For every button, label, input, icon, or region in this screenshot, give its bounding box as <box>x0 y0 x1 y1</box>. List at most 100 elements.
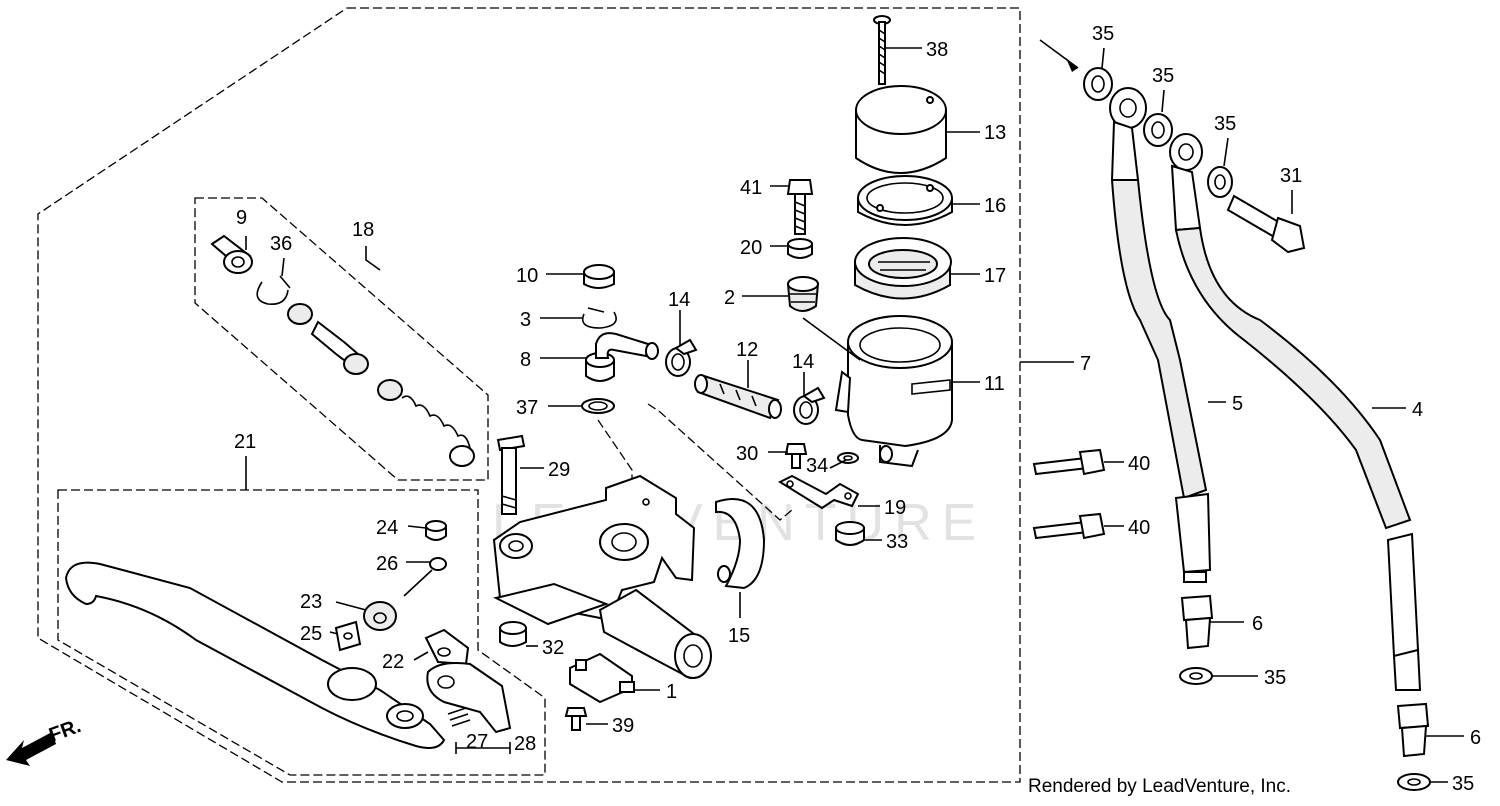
dust-seal-9[interactable] <box>210 234 253 274</box>
spacer-25[interactable] <box>334 620 362 652</box>
sealing-washer-35-upper-a[interactable] <box>1083 67 1113 101</box>
master-cylinder-group-outline <box>37 7 1021 783</box>
callout-6-lower: 6 <box>1470 727 1481 749</box>
washer-34[interactable] <box>837 452 859 464</box>
banjo-bolt-40-upper[interactable] <box>1032 448 1106 476</box>
lever-pivot-bolt-29[interactable] <box>496 434 526 515</box>
direction-arrowhead <box>1066 58 1078 72</box>
callout-16: 16 <box>984 195 1006 217</box>
callout-18: 18 <box>352 219 374 241</box>
callout-35-b: 35 <box>1152 65 1174 87</box>
callout-41: 41 <box>740 177 762 199</box>
banjo-bolt-40-lower[interactable] <box>1032 512 1106 540</box>
callout-25: 25 <box>300 623 322 645</box>
leader-lines <box>245 47 1464 783</box>
oil-cup-cap-10[interactable] <box>583 264 615 289</box>
hose-joint-6-upper[interactable] <box>1180 594 1214 650</box>
callout-14-lower: 14 <box>792 351 814 373</box>
callout-labels: 38 13 16 17 11 7 41 20 2 10 3 8 37 14 12… <box>234 23 1481 795</box>
reservoir-cap-13[interactable] <box>855 85 947 174</box>
callout-10: 10 <box>516 265 538 287</box>
callout-15: 15 <box>728 625 750 647</box>
callout-24: 24 <box>376 517 398 539</box>
circlip-3[interactable] <box>581 307 617 329</box>
callout-4: 4 <box>1412 399 1423 421</box>
callout-9: 9 <box>236 207 247 229</box>
callout-3: 3 <box>520 309 531 331</box>
fr-label: FR. <box>46 715 84 747</box>
brake-hose-5[interactable] <box>1109 87 1212 583</box>
callout-38: 38 <box>926 39 948 61</box>
master-cylinder-body[interactable] <box>492 474 712 680</box>
callout-26: 26 <box>376 553 398 575</box>
callout-7: 7 <box>1080 353 1091 375</box>
reservoir-hose-12[interactable] <box>694 374 782 420</box>
hose-joint-6-lower[interactable] <box>1396 702 1430 758</box>
callout-27: 27 <box>466 731 488 753</box>
sealing-washer-35-lower-a[interactable] <box>1179 667 1213 685</box>
o-ring-37[interactable] <box>581 398 615 414</box>
piston-kit-18[interactable] <box>287 303 475 467</box>
adjuster-knob-23[interactable] <box>363 601 397 631</box>
front-stop-switch-1[interactable] <box>569 652 635 704</box>
adjuster-bolt-26[interactable] <box>403 557 447 597</box>
oil-bolt-31[interactable] <box>1226 194 1306 254</box>
callout-11: 11 <box>984 373 1005 395</box>
master-cylinder-reservoir-11[interactable] <box>834 315 953 468</box>
switch-screw-39[interactable] <box>564 707 588 731</box>
callout-22: 22 <box>382 651 404 673</box>
screw-24[interactable] <box>425 520 447 541</box>
master-cylinder-holder-15[interactable] <box>715 498 766 590</box>
render-credit: Rendered by LeadVenture, Inc. <box>1028 776 1292 797</box>
sealing-washer-35-upper-c[interactable] <box>1207 166 1233 198</box>
diaphragm-plate-16[interactable] <box>857 175 953 226</box>
hose-joint-8[interactable] <box>585 332 659 382</box>
cap-leader-line <box>802 317 861 361</box>
sealing-washer-35-upper-b[interactable] <box>1143 113 1173 147</box>
callout-6-upper: 6 <box>1252 613 1263 635</box>
callout-13: 13 <box>984 122 1006 144</box>
spring-27[interactable] <box>447 707 471 727</box>
callout-21: 21 <box>234 431 256 453</box>
callout-40-lower: 40 <box>1128 517 1150 539</box>
callout-17: 17 <box>984 265 1006 287</box>
callout-12: 12 <box>736 339 758 361</box>
cap-screw-38[interactable] <box>873 15 891 85</box>
rubber-cap-2[interactable] <box>786 276 820 312</box>
washer-20[interactable] <box>787 238 813 259</box>
brake-lever-21[interactable] <box>64 561 446 749</box>
sealing-washer-35-lower-b[interactable] <box>1397 773 1431 791</box>
callout-30: 30 <box>736 443 758 465</box>
callout-37: 37 <box>516 397 538 419</box>
callout-8: 8 <box>520 349 531 371</box>
callout-35-c: 35 <box>1214 113 1236 135</box>
nut-33[interactable] <box>835 521 865 546</box>
bracket-19[interactable] <box>777 474 860 510</box>
diaphragm-17[interactable] <box>854 237 952 300</box>
callout-32: 32 <box>542 637 564 659</box>
callout-31: 31 <box>1280 165 1302 187</box>
callout-19: 19 <box>884 497 906 519</box>
callout-5: 5 <box>1232 393 1243 415</box>
pivot-plate-22[interactable] <box>424 628 470 666</box>
callout-36: 36 <box>270 233 292 255</box>
callout-35-d: 35 <box>1264 667 1286 689</box>
callout-35-a: 35 <box>1092 23 1114 45</box>
brake-hose-4[interactable] <box>1169 133 1422 691</box>
hose-clip-14-upper[interactable] <box>665 338 698 377</box>
bolt-41[interactable] <box>786 179 814 235</box>
callout-28: 28 <box>514 733 536 755</box>
callout-35-e: 35 <box>1452 773 1474 795</box>
piston-kit-group-outline <box>194 197 489 481</box>
pivot-nut-cap-32[interactable] <box>499 621 527 647</box>
lever-cam-28[interactable] <box>426 662 512 734</box>
callout-33: 33 <box>886 531 908 553</box>
callout-40-upper: 40 <box>1128 453 1150 475</box>
hose-clip-14-lower[interactable] <box>793 386 826 425</box>
callout-2: 2 <box>724 287 735 309</box>
front-direction-arrow: FR. <box>6 715 84 766</box>
circlip-36[interactable] <box>256 275 291 306</box>
screw-30[interactable] <box>784 443 808 469</box>
callout-14-upper: 14 <box>668 289 690 311</box>
